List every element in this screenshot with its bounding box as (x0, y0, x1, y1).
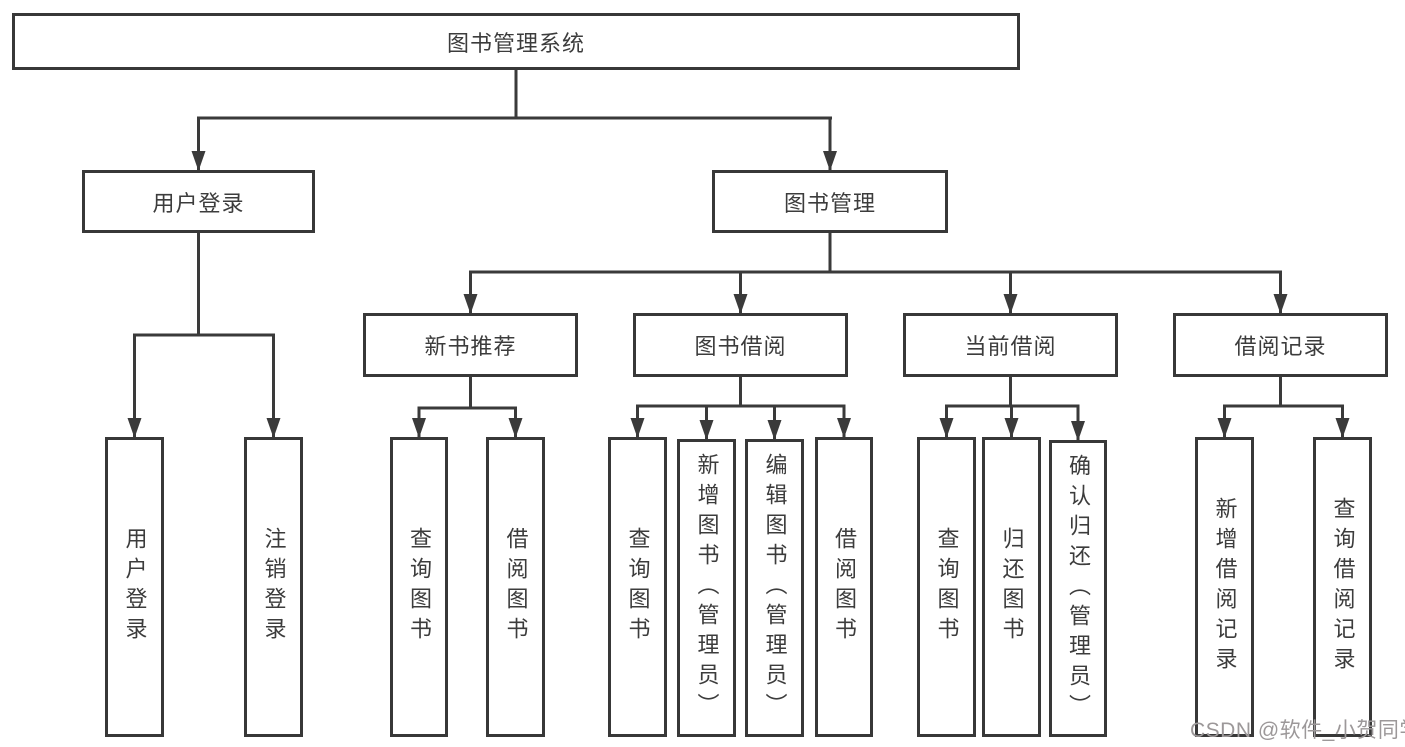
connector-user-login-branch (127, 233, 281, 438)
node-leaf-confirm-return-admin: 确认归还（管理员） (1049, 440, 1107, 737)
node-leaf-logout: 注销登录 (244, 437, 303, 737)
node-library-management-system: 图书管理系统 (12, 13, 1020, 70)
connector-borrowing-records-branch (1217, 377, 1350, 438)
node-borrowing-records: 借阅记录 (1173, 313, 1388, 377)
node-label: 查询借阅记录 (1330, 497, 1356, 677)
node-label: 查询图书 (407, 527, 432, 647)
connector-book-management-branch (463, 233, 1288, 314)
node-book-management-module: 图书管理 (712, 170, 948, 233)
node-leaf-edit-books-admin: 编辑图书（管理员） (745, 439, 804, 737)
node-label: 用户登录 (152, 190, 245, 216)
node-leaf-return-books: 归还图书 (982, 437, 1041, 737)
node-current-borrowing: 当前借阅 (903, 313, 1118, 377)
node-label: 新增图书（管理员） (694, 453, 720, 723)
connector-root-to-level1 (191, 70, 837, 171)
node-leaf-add-books-admin: 新增图书（管理员） (677, 439, 736, 737)
node-leaf-query-books-3: 查询图书 (917, 437, 976, 737)
node-leaf-borrow-books-1: 借阅图书 (486, 437, 545, 737)
node-label: 借阅图书 (503, 527, 529, 647)
connector-current-borrowing-branch (939, 377, 1085, 441)
node-label: 用户登录 (122, 527, 148, 647)
node-label: 确认归还（管理员） (1066, 453, 1091, 724)
node-leaf-user-login: 用户登录 (105, 437, 164, 737)
csdn-watermark: CSDN @软件_小贺同学 (1190, 719, 1405, 742)
connector-book-borrowing-branch (630, 377, 851, 440)
node-user-login-module: 用户登录 (82, 170, 315, 233)
node-label: 图书管理 (783, 190, 876, 216)
node-label: 归还图书 (999, 527, 1025, 647)
node-label: 注销登录 (261, 527, 287, 647)
node-leaf-borrow-books-2: 借阅图书 (815, 437, 873, 737)
node-label: 新书推荐 (424, 334, 517, 359)
node-leaf-query-borrowing-record: 查询借阅记录 (1313, 437, 1372, 737)
connector-new-book-recommendation-branch (412, 377, 523, 438)
node-label: 借阅图书 (832, 527, 857, 647)
node-label: 查询图书 (934, 527, 960, 647)
node-label: 新增借阅记录 (1212, 497, 1238, 677)
node-leaf-query-books-2: 查询图书 (608, 437, 667, 737)
node-label: 查询图书 (625, 527, 651, 647)
node-label: 编辑图书（管理员） (762, 453, 788, 723)
node-leaf-add-borrowing-record: 新增借阅记录 (1195, 437, 1254, 737)
node-leaf-query-books-1: 查询图书 (390, 437, 448, 737)
node-new-book-recommendation: 新书推荐 (363, 313, 578, 377)
node-label: 借阅记录 (1234, 334, 1327, 359)
node-label: 图书借阅 (694, 334, 787, 359)
node-label: 图书管理系统 (446, 30, 585, 56)
node-book-borrowing: 图书借阅 (633, 313, 848, 377)
node-label: 当前借阅 (964, 334, 1057, 359)
